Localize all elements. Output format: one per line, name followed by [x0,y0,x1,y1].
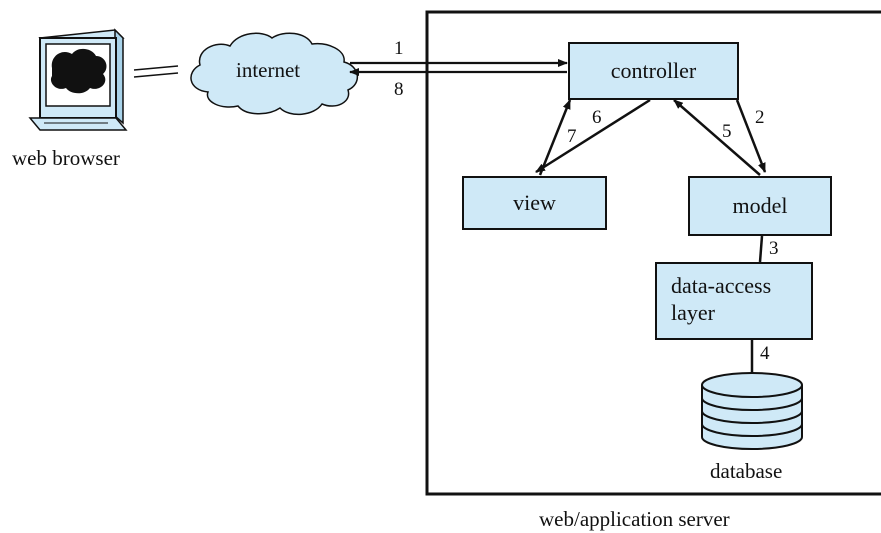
arrow-view-to-controller [538,99,572,176]
step-number: 8 [394,79,404,100]
data-access-label-line1: data-access [671,273,772,298]
controller-label: controller [610,58,697,84]
browser-link-line [133,72,179,78]
model-box: model [688,176,832,236]
step-number: 6 [592,107,602,128]
view-label: view [513,190,556,216]
step-number: 1 [394,38,404,59]
arrow-controller-to-view [535,98,651,174]
internet-cloud [190,32,358,116]
server-label: web/application server [539,507,730,531]
step-number: 3 [769,238,779,259]
arrow-controller-to-model [735,99,767,173]
step-number: 7 [567,126,577,147]
data-access-label-line2: layer [671,300,715,326]
view-box: view [462,176,607,230]
database-icon [701,372,803,450]
server-boundary [425,10,881,496]
controller-box: controller [568,42,739,100]
step-number: 4 [760,343,770,364]
computer-icon [28,28,128,131]
model-label: model [732,193,788,219]
link-model-data-access [758,235,764,263]
step-number: 5 [722,121,732,142]
arrow-model-to-controller [673,99,761,176]
database-label: database [710,459,783,483]
browser-link-line [133,65,179,71]
data-access-layer-box: data-access layer [655,262,813,340]
step-number: 2 [755,107,765,128]
internet-label: internet [236,58,301,82]
web-browser-label: web browser [12,146,120,170]
